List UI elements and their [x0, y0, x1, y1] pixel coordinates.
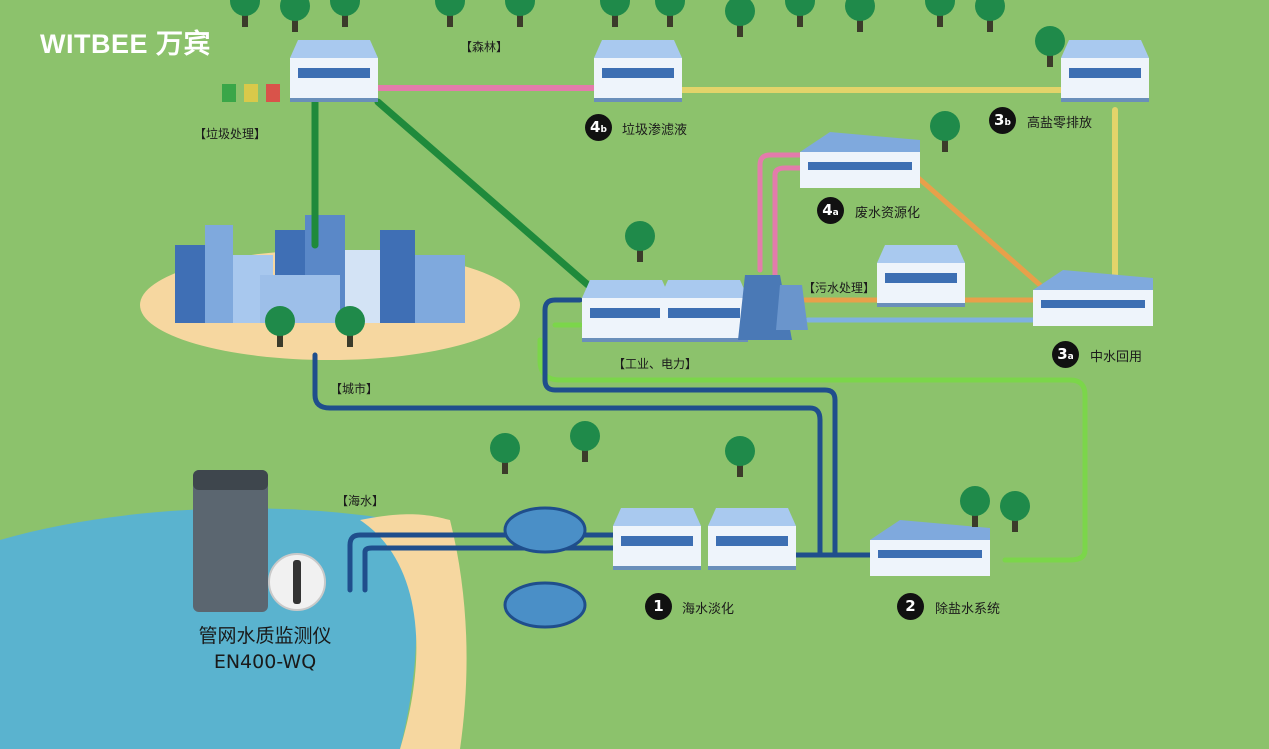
stage-label: 高盐零排放	[1027, 116, 1093, 131]
label-garbage: 【垃圾处理】	[194, 127, 267, 141]
wastewater-resource-plant	[800, 132, 920, 188]
industry-plant-2	[660, 280, 748, 342]
stage-badge: 3b	[989, 107, 1016, 134]
pipes	[311, 85, 1118, 593]
clarifier-tank	[503, 581, 587, 629]
beach	[360, 514, 467, 749]
label-forest: 【森林】	[460, 40, 509, 54]
stage-badge: 4b	[585, 114, 612, 141]
product-name: 管网水质监测仪	[198, 625, 332, 647]
product-caption: 管网水质监测仪 EN400-WQ	[180, 623, 350, 675]
label-city: 【城市】	[330, 382, 379, 396]
label-seawater: 【海水】	[336, 494, 385, 508]
product-model: EN400-WQ	[213, 651, 317, 673]
stage-label: 除盐水系统	[935, 602, 1001, 617]
recycle-bin-red	[266, 84, 280, 102]
brand-logo: WITBEE 万宾	[40, 29, 211, 59]
industry-plant-1	[582, 280, 670, 342]
label-sewage: 【污水处理】	[803, 281, 876, 295]
cooling-tower	[776, 285, 808, 330]
zero-discharge-plant	[1061, 40, 1149, 102]
stage-label: 垃圾渗滤液	[622, 123, 688, 138]
stage-badge: 4a	[817, 197, 844, 224]
desalination-plant-2	[708, 508, 796, 570]
stage-label: 废水资源化	[855, 206, 921, 221]
reclaimed-water-plant	[1033, 270, 1153, 326]
demineralized-water-plant	[870, 520, 990, 576]
clarifier-tank	[503, 506, 587, 554]
stage-badge: 2	[897, 593, 924, 620]
recycle-bin-yellow	[244, 84, 258, 102]
stage-label: 海水淡化	[682, 602, 735, 617]
stage-label: 中水回用	[1090, 350, 1143, 365]
stage-badge: 3a	[1052, 341, 1079, 368]
leachate-plant	[594, 40, 682, 102]
city-skyline	[175, 215, 465, 323]
desalination-plant-1	[613, 508, 701, 570]
stage-badge: 1	[645, 593, 672, 620]
label-industry: 【工业、电力】	[613, 357, 698, 371]
sewage-plant	[877, 245, 965, 307]
garbage-plant	[290, 40, 378, 102]
monitor-device	[193, 470, 268, 612]
recycle-bin-green	[222, 84, 236, 102]
